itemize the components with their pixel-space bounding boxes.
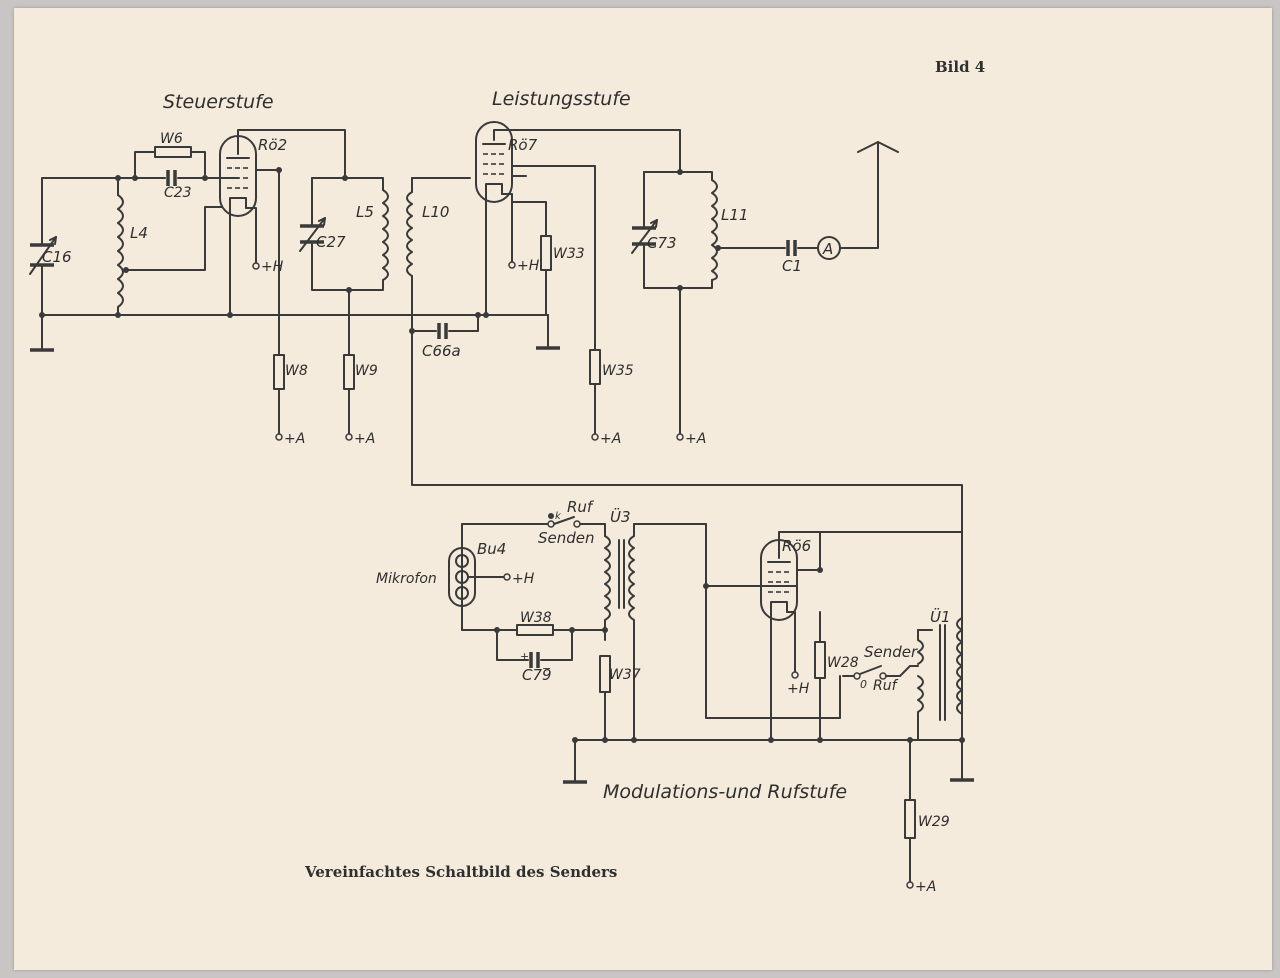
supply-h-ro7: +H: [517, 258, 540, 274]
label-c16: C16: [42, 248, 72, 266]
supply-h-ro6: +H: [787, 681, 810, 697]
label-l4: L4: [130, 224, 148, 242]
paper-page: Bild 4 Steuerstufe Leistungsstufe Modula…: [14, 8, 1272, 970]
figure-label: Bild 4: [935, 58, 985, 76]
ammeter-label: A: [822, 240, 833, 258]
label-c27: C27: [316, 233, 346, 251]
label-ro2: Rö2: [258, 136, 287, 154]
label-u3: Ü3: [610, 507, 631, 526]
label-u1: Ü1: [930, 607, 951, 626]
label-c79: C79: [522, 666, 552, 684]
label-sender: Sender: [864, 643, 918, 661]
label-w33: W33: [553, 246, 585, 262]
label-w29: W29: [918, 814, 950, 830]
stage-label-power: Leistungsstufe: [492, 88, 631, 110]
switch-mark-zero: 0: [860, 678, 867, 691]
c79-minus: −: [542, 662, 551, 675]
label-senden: Senden: [538, 529, 595, 547]
label-w37: W37: [609, 667, 641, 683]
stage-label-modulation: Modulations-und Rufstufe: [603, 781, 847, 803]
supply-a-l11: +A: [685, 431, 706, 447]
stage-label-control: Steuerstufe: [163, 91, 274, 113]
c79-plus: +: [520, 650, 529, 663]
switch-mark-k: k: [555, 511, 562, 522]
figure-caption: Vereinfachtes Schaltbild des Senders: [304, 863, 617, 881]
supply-a-w9: +A: [354, 431, 375, 447]
label-ro7: Rö7: [508, 136, 538, 154]
label-w9: W9: [355, 363, 378, 379]
supply-a-w35: +A: [600, 431, 621, 447]
label-w8: W8: [285, 363, 308, 379]
label-c73: C73: [647, 234, 677, 252]
label-l5: L5: [356, 203, 374, 221]
supply-h-mic: +H: [512, 571, 535, 587]
label-bu4: Bu4: [477, 540, 506, 558]
label-w35: W35: [602, 363, 634, 379]
label-mikrofon: Mikrofon: [376, 571, 437, 587]
supply-a-w8: +A: [284, 431, 305, 447]
label-ruf-top: Ruf: [567, 498, 595, 516]
label-c1: C1: [782, 257, 802, 275]
label-l10: L10: [422, 203, 449, 221]
label-c66a: C66a: [422, 342, 461, 360]
circuit-diagram: Bild 4 Steuerstufe Leistungsstufe Modula…: [29, 58, 985, 895]
supply-h-ro2: +H: [261, 259, 284, 275]
label-w28: W28: [827, 655, 859, 671]
label-w38: W38: [520, 610, 552, 626]
label-w6: W6: [160, 131, 183, 147]
supply-a-w29: +A: [915, 879, 936, 895]
label-c23: C23: [164, 185, 192, 201]
label-ro6: Rö6: [782, 537, 811, 555]
label-l11: L11: [721, 206, 748, 224]
label-ruf-bottom: Ruf: [873, 678, 899, 694]
